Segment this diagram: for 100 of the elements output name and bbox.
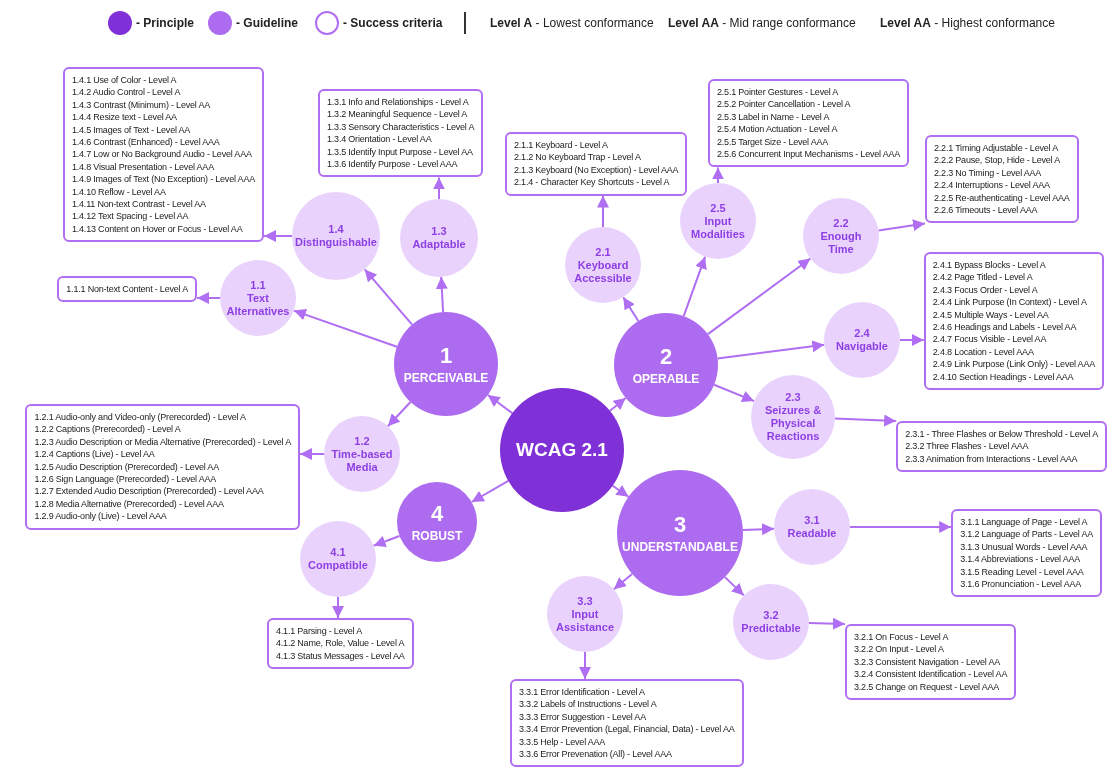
arrow bbox=[741, 523, 775, 536]
criterion-text: 1.2.4 Captions (Live) - Level AA bbox=[34, 448, 156, 461]
legend-label: - Principle bbox=[136, 15, 194, 32]
node-number: 2.2 bbox=[832, 216, 850, 230]
criterion-text: 1.4.10 Reflow - Level AA bbox=[71, 185, 167, 199]
node-number: 2.3 bbox=[784, 391, 802, 404]
arrow bbox=[372, 535, 401, 548]
criterion-text: 2.1.1 Keyboard - Level A bbox=[514, 139, 609, 152]
legend-label: - Guideline bbox=[236, 15, 298, 32]
criteria-box bbox=[925, 135, 1079, 224]
criteria-box bbox=[923, 252, 1104, 391]
node-title: Enough Time bbox=[819, 229, 863, 256]
arrow bbox=[612, 572, 634, 591]
node-title: Keyboard Accessible bbox=[573, 258, 633, 285]
arrow bbox=[877, 219, 926, 232]
criterion-text: 2.4.10 Section Headings - Level AAA bbox=[932, 370, 1075, 384]
arrow bbox=[808, 617, 846, 630]
criterion-text: 1.2.9 Audio-only (Live) - Level AAA bbox=[34, 510, 168, 523]
criterion-text: 1.2.1 Audio-only and Video-only (Prerecorded) - Level A bbox=[34, 411, 247, 424]
criterion-text: 3.1.1 Language of Page - Level A bbox=[960, 516, 1089, 529]
arrow bbox=[622, 296, 640, 322]
criterion-text: 3.3.2 Labels of Instructions - Level A bbox=[519, 698, 658, 711]
arrow bbox=[834, 414, 898, 427]
criterion-text: 2.5.6 Concurrent Input Mechanisms - Level AAA bbox=[717, 148, 901, 161]
criterion-text: 3.3.3 Error Suggestion - Level AA bbox=[519, 710, 647, 724]
criterion-text: 1.4.8 Visual Presentation - Level AAA bbox=[71, 160, 215, 174]
criteria-box bbox=[57, 276, 197, 303]
arrow bbox=[292, 308, 398, 348]
criterion-text: 1.2.5 Audio Description (Prerecorded) - Level AA bbox=[34, 460, 220, 474]
node-number: 3 bbox=[673, 511, 687, 539]
arrow bbox=[386, 401, 412, 428]
criterion-text: 1.4.11 Non-text Contrast - Level AA bbox=[71, 198, 207, 211]
arrow bbox=[609, 396, 627, 412]
node-number: 4 bbox=[430, 500, 444, 528]
criterion-text: 3.3.6 Error Prevenation (All) - Level AAA bbox=[519, 748, 673, 761]
node-title: Distinguishable bbox=[294, 236, 378, 249]
criterion-text: 2.2.2 Pause, Stop, Hide - Level A bbox=[934, 154, 1061, 167]
criterion-text: 2.1.3 Keyboard (No Exception) - Level AAA bbox=[514, 163, 679, 177]
criterion-text: 3.3.4 Error Prevention (Legal, Financial, Data) - Level AA bbox=[519, 723, 735, 736]
criteria-box bbox=[505, 132, 688, 196]
criterion-text: 1.4.1 Use of Color - Level A bbox=[71, 74, 178, 87]
node-title: WCAG 2.1 bbox=[516, 439, 608, 461]
criterion-text: 2.3.3 Animation from Interactions - Level AAA bbox=[905, 452, 1079, 466]
criterion-text: 1.4.12 Text Spacing - Level AA bbox=[71, 210, 190, 223]
criterion-text: 3.2.2 On Input - Level A bbox=[854, 643, 945, 656]
arrow bbox=[196, 292, 221, 304]
criterion-text: 3.2.1 On Focus - Level A bbox=[854, 631, 950, 644]
node-title: PERCEIVABLE bbox=[403, 370, 489, 386]
legend-label: - Success criteria bbox=[343, 15, 443, 32]
arrow bbox=[716, 340, 826, 360]
arrow bbox=[263, 230, 293, 242]
node-number: 1.1 bbox=[249, 278, 267, 292]
arrow bbox=[899, 334, 925, 346]
criteria-box bbox=[267, 618, 414, 670]
criteria-box bbox=[951, 509, 1102, 598]
criterion-text: 1.3.5 Identify Input Purpose - Level AA bbox=[327, 145, 474, 159]
criterion-text: 2.2.4 Interruptions - Level AAA bbox=[934, 179, 1051, 192]
arrow bbox=[579, 651, 591, 680]
node-title: UNDERSTANDABLE bbox=[622, 539, 738, 555]
level-description: Level AA - Mid range conformance bbox=[668, 15, 856, 32]
node-title: Seizures & Physical Reactions bbox=[763, 404, 823, 443]
criterion-text: 1.3.1 Info and Relationships - Level A bbox=[327, 96, 470, 109]
criterion-text: 1.4.7 Low or No Background Audio - Level AAA bbox=[71, 148, 253, 161]
criteria-box bbox=[896, 421, 1107, 473]
criterion-text: 3.1.2 Language of Parts - Level AA bbox=[960, 528, 1093, 541]
criterion-text: 2.4.9 Link Purpose (Link Only) - Level AAA bbox=[932, 358, 1095, 371]
criterion-text: 1.4.2 Audio Control - Level A bbox=[71, 86, 182, 99]
criterion-text: 1.3.2 Meaningful Sequence - Level A bbox=[327, 108, 469, 121]
criterion-text: 1.3.3 Sensory Characteristics - Level A bbox=[327, 120, 475, 134]
criterion-text: 2.4.3 Focus Order - Level A bbox=[932, 283, 1039, 297]
criteria-box bbox=[318, 89, 484, 178]
node-number: 2.5 bbox=[709, 201, 727, 215]
criterion-text: 3.1.4 Abbreviations - Level AAA bbox=[960, 553, 1082, 566]
level-description: Level A - Lowest conformance bbox=[490, 15, 654, 32]
node-number: 1 bbox=[439, 342, 453, 370]
node-title: Compatible bbox=[307, 559, 369, 572]
criterion-text: 2.4.6 Headings and Labels - Level AA bbox=[932, 321, 1078, 334]
criteria-box bbox=[510, 679, 744, 768]
node-title: Predictable bbox=[740, 622, 802, 635]
arrow bbox=[470, 479, 510, 503]
criterion-text: 2.2.3 No Timing - Level AAA bbox=[934, 166, 1043, 180]
criterion-text: 3.2.3 Consistent Navigation - Level AA bbox=[854, 655, 1001, 669]
arrow bbox=[435, 275, 448, 314]
criterion-text: 1.2.8 Media Alternative (Prerecorded) - Level AAA bbox=[34, 497, 225, 511]
node-title: ROBUST bbox=[411, 528, 463, 544]
criterion-text: 2.5.1 Pointer Gestures - Level A bbox=[717, 86, 840, 99]
criterion-text: 3.3.1 Error Identification - Level A bbox=[519, 686, 646, 699]
criterion-text: 1.4.6 Contrast (Enhanced) - Level AAA bbox=[71, 136, 221, 149]
node-number: 1.2 bbox=[353, 434, 371, 448]
criterion-text: 2.1.2 No Keyboard Trap - Level A bbox=[514, 151, 642, 164]
criterion-text: 1.2.3 Audio Description or Media Alternative (Prerecorded) - Level A bbox=[34, 435, 291, 449]
criterion-text: 2.4.7 Focus Visible - Level AA bbox=[932, 333, 1048, 346]
criterion-text: 4.1.2 Name, Role, Value - Level A bbox=[276, 637, 405, 650]
criterion-text: 1.3.6 Identify Purpose - Level AAA bbox=[327, 158, 459, 171]
arrow bbox=[706, 257, 812, 336]
arrow bbox=[849, 521, 953, 533]
criterion-text: 2.4.8 Location - Level AAA bbox=[932, 345, 1035, 359]
arrow bbox=[363, 268, 414, 326]
node-title: Input Modalities bbox=[690, 214, 746, 241]
criterion-text: 3.3.5 Help - Level AAA bbox=[519, 735, 607, 749]
